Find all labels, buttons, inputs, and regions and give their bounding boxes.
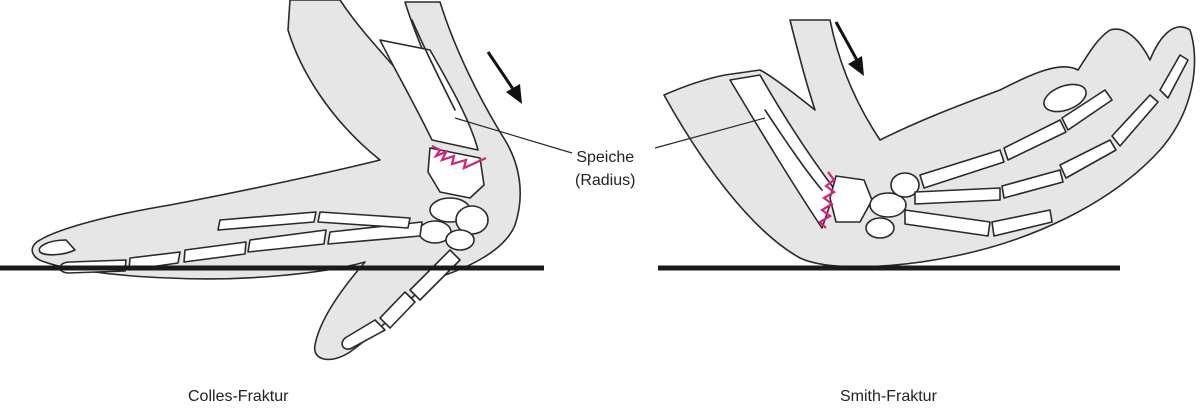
smith-radius-bone [729, 74, 836, 229]
colles-arrow [486, 51, 522, 104]
colles-fracture-label: Colles-Fraktur [188, 388, 289, 405]
speiche-leader-left [454, 117, 573, 154]
colles-figure [31, 0, 521, 361]
colles-fracture-line [431, 145, 487, 170]
smith-arrow [834, 21, 864, 76]
colles-ulna-line [411, 19, 456, 111]
colles-radius-bone [379, 39, 479, 151]
colles-thumb-bones [341, 249, 461, 350]
smith-phalanges [904, 54, 1189, 237]
smith-ulna-line [764, 109, 823, 191]
speiche-label-line1: Speiche [576, 149, 635, 166]
speiche-label: Speiche (Radius) [575, 146, 635, 192]
speiche-leader-right [654, 117, 766, 149]
speiche-label-line2: (Radius) [575, 172, 636, 189]
smith-fracture-line [818, 171, 836, 229]
smith-fracture-label: Smith-Fraktur [840, 388, 937, 405]
smith-carpals [829, 172, 920, 239]
smith-skin [663, 19, 1196, 268]
smith-figure [663, 19, 1196, 268]
